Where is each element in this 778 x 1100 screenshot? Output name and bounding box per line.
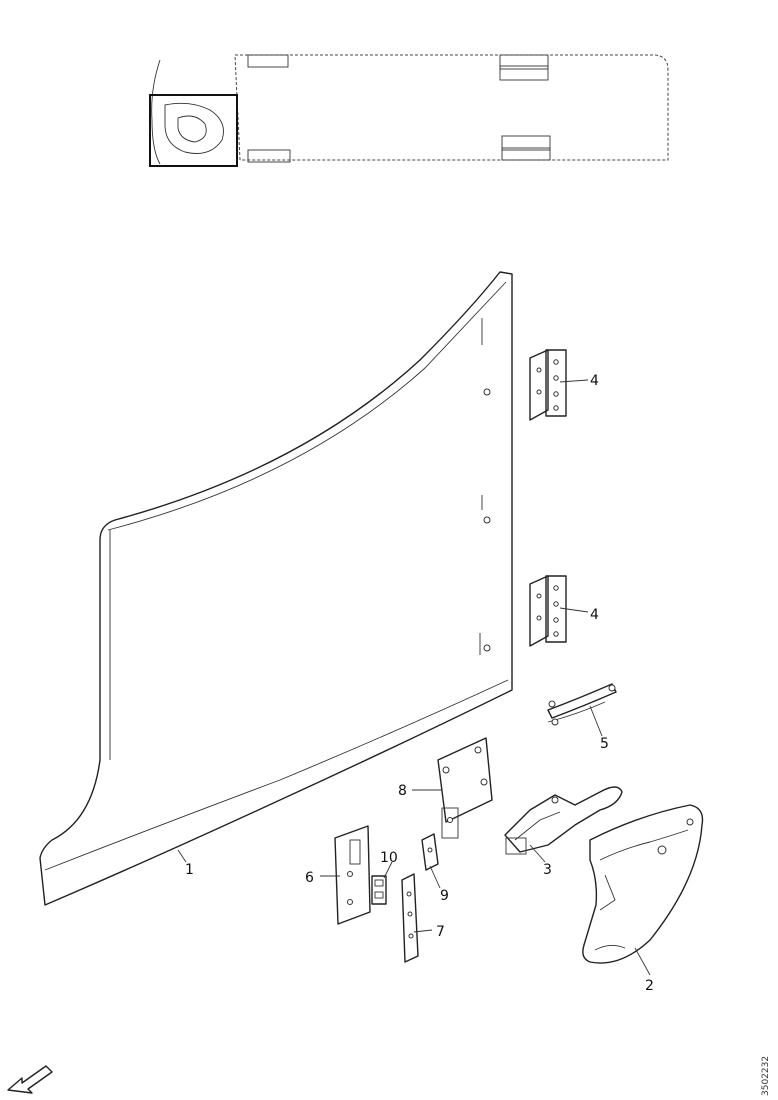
callout-5: 5 (600, 736, 609, 752)
vehicle-locator-view (149, 54, 669, 167)
callout-1: 1 (185, 862, 194, 878)
part-6-striker-plate (334, 825, 371, 925)
part-7-strip (401, 873, 419, 963)
part-4-upper-hinge (529, 349, 567, 421)
drawing-code: 3502232 (761, 1056, 771, 1096)
part-3-latch (504, 786, 623, 855)
callouts: 1 2 3 4 4 5 6 7 8 9 10 (185, 373, 654, 994)
part-10-clip (371, 875, 387, 905)
leader-lines (177, 379, 651, 976)
callout-4-lower: 4 (590, 607, 599, 623)
highlight-box (149, 94, 238, 167)
part-2-corner-cap (582, 804, 704, 964)
direction-arrow-icon (7, 1065, 53, 1094)
part-4-lower-hinge (529, 575, 567, 647)
callout-9: 9 (440, 888, 449, 904)
callout-6: 6 (305, 870, 314, 886)
callout-7: 7 (436, 924, 445, 940)
callout-2: 2 (645, 978, 654, 994)
callout-8: 8 (398, 783, 407, 799)
part-1-side-panel (39, 271, 513, 906)
callout-10: 10 (380, 850, 398, 866)
part-9-small-bracket (421, 833, 439, 871)
callout-4-upper: 4 (590, 373, 599, 389)
part-5-check-strap (547, 683, 617, 726)
part-8-mounting-plate (437, 737, 493, 839)
callout-3: 3 (543, 862, 552, 878)
